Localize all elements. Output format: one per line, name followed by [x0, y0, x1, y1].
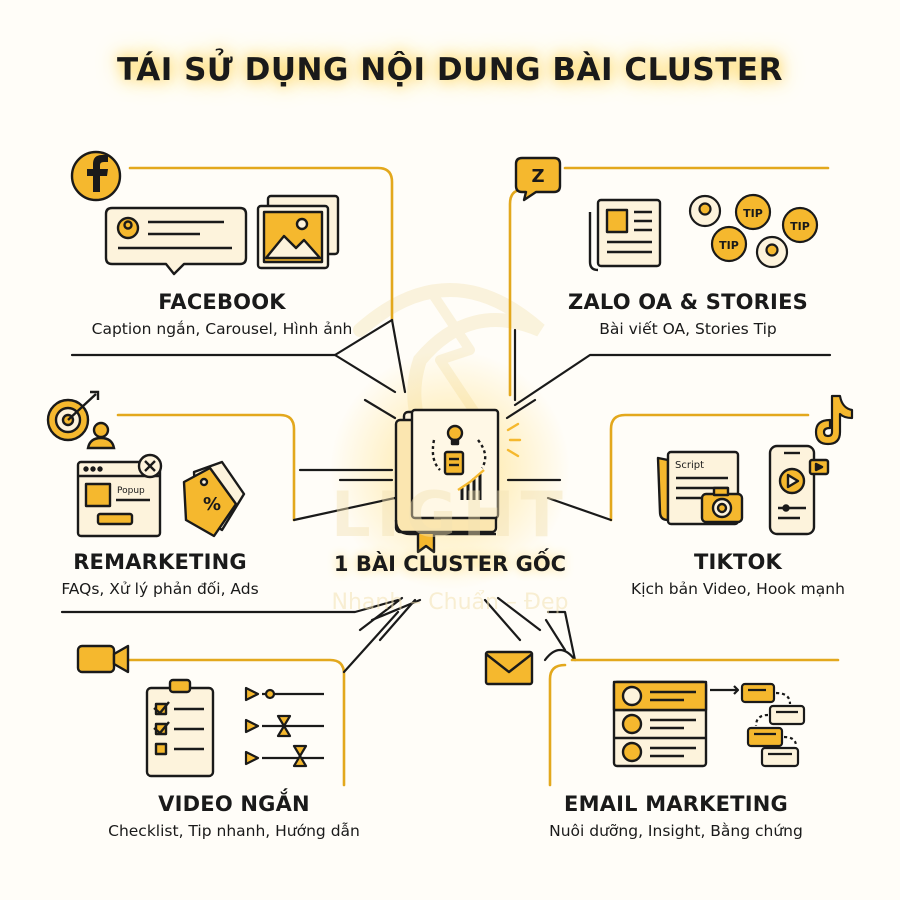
zalo-icon: Z [514, 156, 562, 202]
watermark-tagline: Nhanh – Chuẩn – Đẹp [331, 590, 569, 615]
channel-subtitle: Bài viết OA, Stories Tip [599, 320, 777, 338]
popup-label: Popup [117, 486, 145, 496]
channel-facebook: FACEBOOK Caption ngắn, Carousel, Hình ản… [72, 290, 372, 338]
target-icon [46, 390, 116, 450]
checklist-icon [145, 678, 215, 778]
percent-label: % [203, 494, 221, 515]
channel-zalo: ZALO OA & STORIES Bài viết OA, Stories T… [538, 290, 838, 338]
channel-subtitle: Checklist, Tip nhanh, Hướng dẫn [108, 822, 360, 840]
video-camera-icon [76, 644, 130, 674]
message-flow-icon [710, 682, 806, 768]
page-title: TÁI SỬ DỤNG NỘI DUNG BÀI CLUSTER [117, 52, 783, 88]
tip-label: TIP [743, 207, 763, 220]
facebook-icon [70, 150, 122, 202]
tip-label: TIP [719, 239, 739, 252]
frame-video [60, 598, 422, 787]
channel-remarketing: REMARKETING FAQs, Xử lý phản đối, Ads [10, 550, 310, 598]
channel-email: EMAIL MARKETING Nuôi dưỡng, Insight, Bằn… [526, 792, 826, 840]
channel-title: TIKTOK [693, 550, 783, 574]
script-label: Script [675, 460, 704, 471]
channel-title: REMARKETING [73, 550, 247, 574]
contact-list-icon [612, 680, 708, 768]
center-label: 1 BÀI CLUSTER GỐC [333, 552, 567, 576]
channel-subtitle: Nuôi dưỡng, Insight, Bằng chứng [549, 822, 803, 840]
channel-video: VIDEO NGẮN Checklist, Tip nhanh, Hướng d… [84, 792, 384, 840]
popup-window-icon: Popup [76, 453, 163, 538]
channel-title: VIDEO NGẮN [158, 792, 310, 816]
frame-tiktok [546, 413, 810, 522]
watermark-brand: LIGHT [331, 478, 569, 551]
video-timeline-icon [244, 686, 324, 768]
frame-facebook [70, 166, 407, 394]
camera-icon [700, 486, 744, 524]
channel-title: EMAIL MARKETING [564, 792, 788, 816]
envelope-icon [484, 650, 534, 686]
tip-label: TIP [790, 220, 810, 233]
channel-title: ZALO OA & STORIES [568, 290, 808, 314]
channel-subtitle: FAQs, Xử lý phản đối, Ads [61, 580, 259, 598]
frame-email [543, 610, 840, 787]
image-gallery-icon [256, 194, 340, 270]
channel-subtitle: Kịch bản Video, Hook mạnh [631, 580, 845, 598]
book-icon [394, 408, 500, 554]
channel-title: FACEBOOK [158, 290, 286, 314]
newspaper-icon [588, 198, 662, 272]
price-tag-icon: % [182, 460, 246, 538]
channel-subtitle: Caption ngắn, Carousel, Hình ảnh [91, 320, 353, 338]
tiktok-icon [814, 394, 854, 446]
tips-icon: TIP TIP TIP [688, 193, 819, 269]
zalo-letter: Z [531, 166, 544, 187]
post-card-icon [104, 206, 248, 276]
frame-zalo [508, 166, 832, 407]
phone-video-icon [768, 444, 830, 536]
frame-remarketing [116, 413, 397, 522]
channel-tiktok: TIKTOK Kịch bản Video, Hook mạnh [588, 550, 888, 598]
